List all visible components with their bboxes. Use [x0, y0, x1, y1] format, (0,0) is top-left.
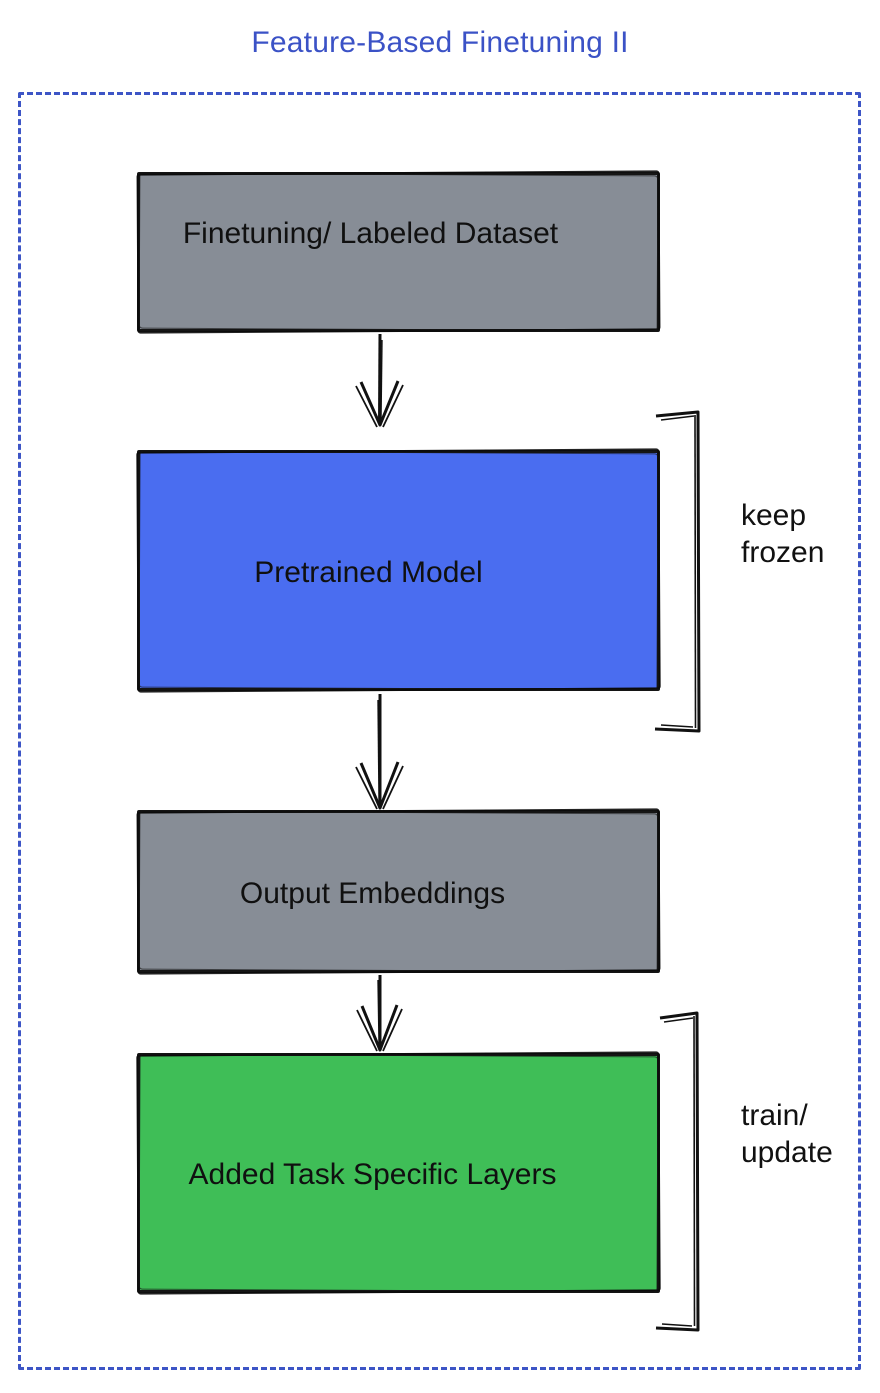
keep-frozen-line2: frozen — [741, 536, 825, 569]
page-title: Feature-Based Finetuning II — [251, 26, 629, 59]
node-added-task-specific-layers-label: Added Task Specific Layers — [188, 1158, 557, 1191]
keep-frozen-label: keep frozen — [741, 497, 824, 571]
node-pretrained-model-label: Pretrained Model — [254, 555, 483, 589]
node-pretrained-model: Pretrained Model — [137, 450, 660, 691]
diagram-frame — [18, 92, 861, 1370]
train-update-line2: update — [741, 1136, 833, 1169]
train-update-label: train/ update — [741, 1097, 833, 1171]
node-finetuning-dataset: Finetuning/ Labeled Dataset — [137, 172, 660, 332]
node-finetuning-dataset-label: Finetuning/ Labeled Dataset — [182, 217, 559, 250]
node-output-embeddings-label: Output Embeddings — [239, 876, 506, 910]
node-output-embeddings: Output Embeddings — [137, 810, 660, 973]
node-added-task-specific-layers: Added Task Specific Layers — [137, 1053, 660, 1293]
train-update-line1: train/ — [741, 1099, 808, 1132]
keep-frozen-line1: keep — [741, 499, 807, 532]
